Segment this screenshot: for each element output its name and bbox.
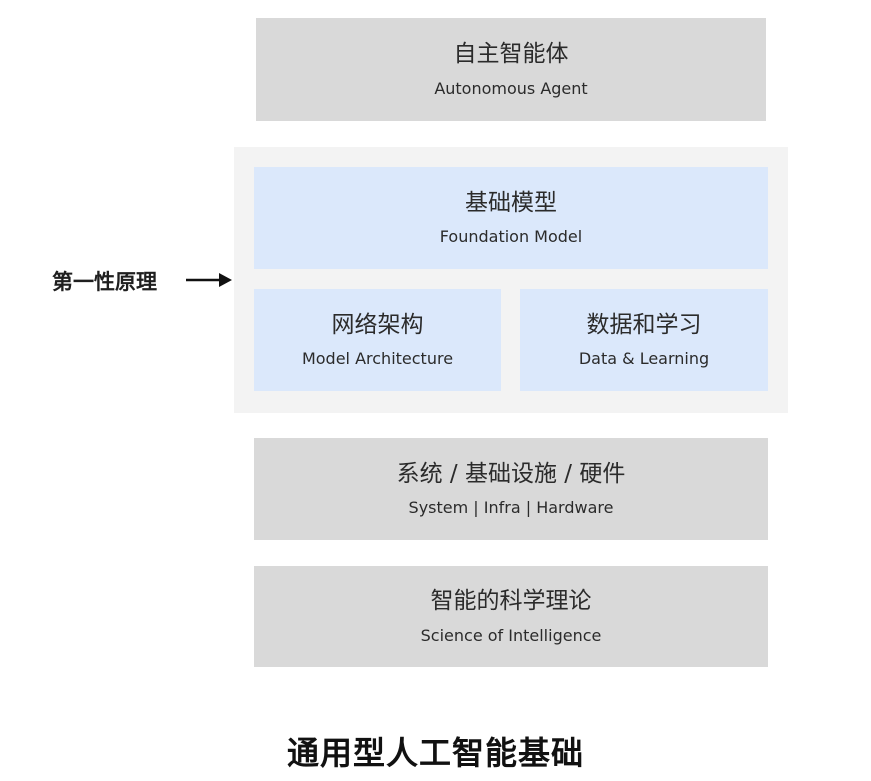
foundation-model-zh: 基础模型: [465, 189, 557, 216]
data-learning-zh: 数据和学习: [586, 311, 702, 338]
autonomous-agent-block: 自主智能体 Autonomous Agent: [256, 18, 766, 121]
model-architecture-block: 网络架构 Model Architecture: [254, 289, 501, 391]
systems-zh: 系统 / 基础设施 / 硬件: [396, 460, 626, 487]
systems-block: 系统 / 基础设施 / 硬件 System | Infra | Hardware: [254, 438, 768, 540]
right-arrow-icon: [186, 273, 232, 287]
data-learning-block: 数据和学习 Data & Learning: [520, 289, 768, 391]
foundation-model-en: Foundation Model: [439, 227, 583, 247]
foundation-model-block: 基础模型 Foundation Model: [254, 167, 768, 269]
diagram-caption: 通用型人工智能基础: [286, 734, 584, 772]
data-learning-en: Data & Learning: [578, 349, 710, 369]
model-architecture-zh: 网络架构: [331, 311, 424, 338]
first-principles-label: 第一性原理: [52, 270, 157, 294]
science-block: 智能的科学理论 Science of Intelligence: [254, 566, 768, 667]
systems-en: System | Infra | Hardware: [408, 498, 614, 518]
autonomous-agent-zh: 自主智能体: [453, 41, 569, 68]
science-en: Science of Intelligence: [420, 625, 602, 645]
science-zh: 智能的科学理论: [430, 588, 592, 615]
autonomous-agent-en: Autonomous Agent: [434, 78, 588, 98]
model-architecture-en: Model Architecture: [301, 349, 454, 369]
